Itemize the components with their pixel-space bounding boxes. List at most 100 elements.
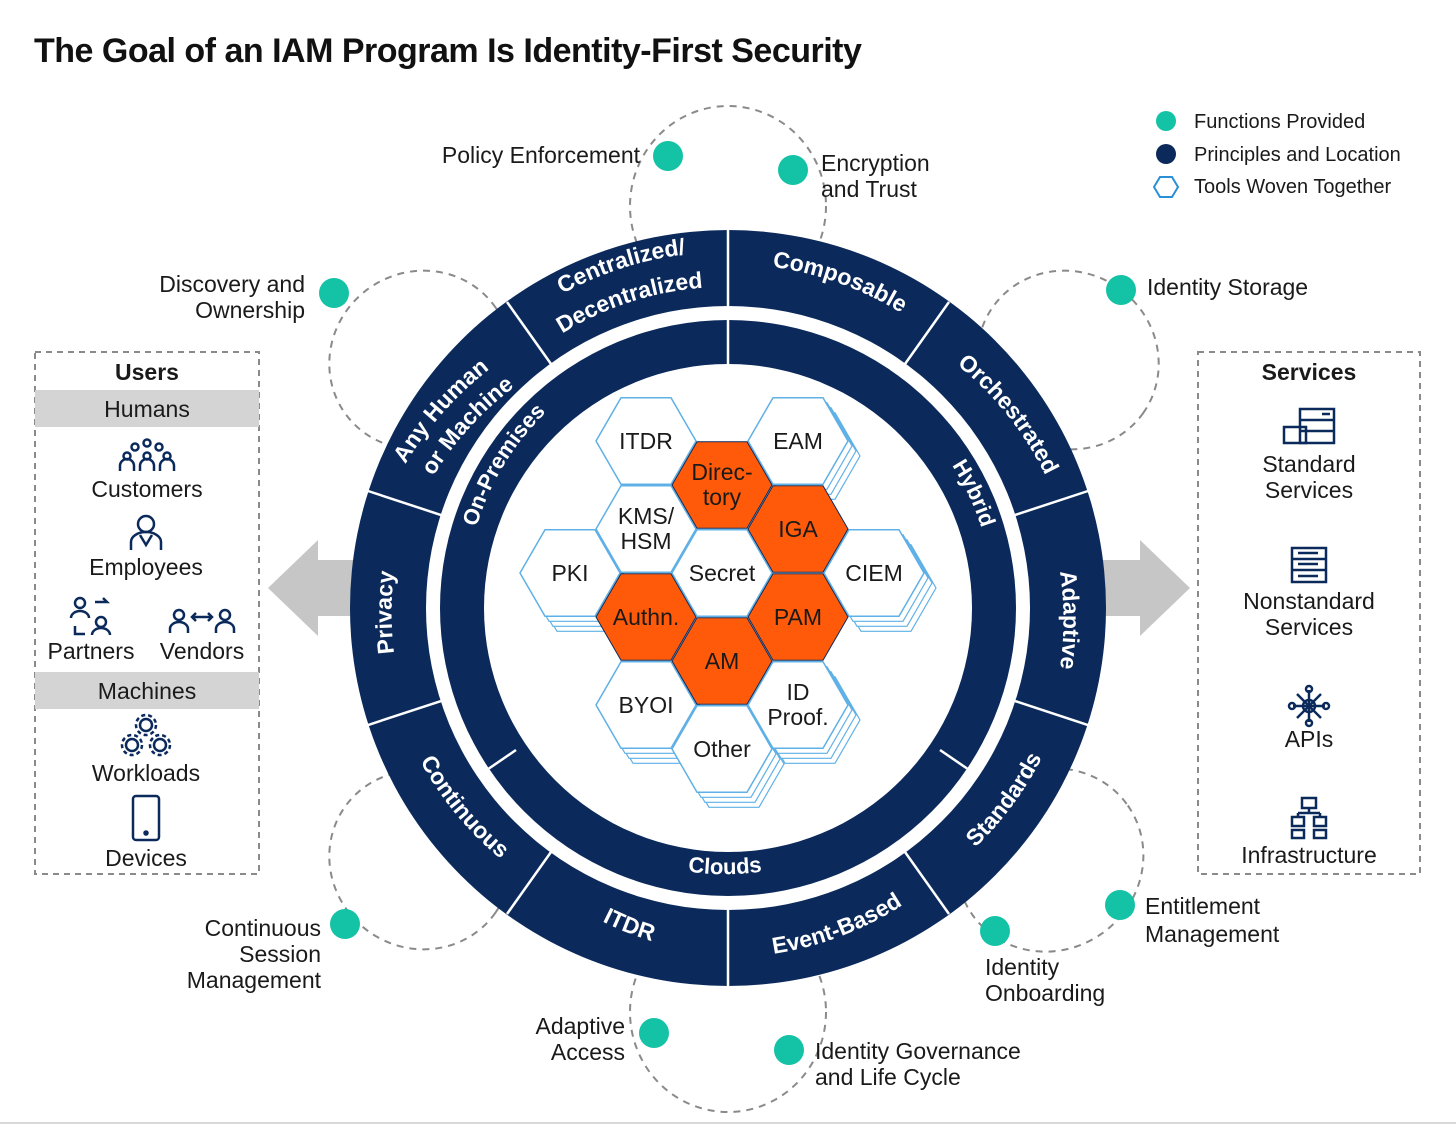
server-rack-icon <box>1282 407 1336 445</box>
left-arrow <box>268 540 360 636</box>
hexagon-label: Direc- <box>691 459 752 485</box>
hexagon-ciem <box>823 528 925 618</box>
function-entitlement-line1: Entitlement <box>1145 893 1261 919</box>
outer-ring-dividers <box>367 230 1089 986</box>
function-continuous-session-line3: Management <box>187 967 322 993</box>
vendors-exchange-icon <box>168 608 236 633</box>
function-policy-enforcement: Policy Enforcement <box>442 142 641 168</box>
navy-dot-icon <box>1156 144 1176 164</box>
function-identity-governance-line2: and Life Cycle <box>815 1064 961 1090</box>
hexagon-other <box>671 704 773 794</box>
label-adaptive: Adaptive <box>1055 569 1085 671</box>
service-apis: APIs <box>1285 726 1334 752</box>
hexagon-pki <box>519 528 621 618</box>
inner-ring-dividers <box>477 320 979 778</box>
hexagon-id <box>747 660 849 750</box>
function-adaptive-access-line2: Access <box>551 1039 625 1065</box>
services-box: Services Standard Services Nonstandard S… <box>1197 351 1421 875</box>
hexagon-core-authn <box>595 573 697 661</box>
label-privacy: Privacy <box>371 569 400 655</box>
hexagon-label: AM <box>705 648 740 674</box>
orbit-top-left <box>328 269 512 451</box>
page-title: The Goal of an IAM Program Is Identity-F… <box>34 32 862 70</box>
function-dot-policy-enforcement <box>653 141 683 171</box>
orbit-bottom-left <box>328 769 512 951</box>
function-entitlement-line2: Management <box>1145 921 1280 947</box>
user-employees: Employees <box>89 554 203 580</box>
function-dot-discovery <box>319 278 349 308</box>
function-encryption-line1: Encryption <box>821 150 930 176</box>
workloads-gears-icon <box>120 713 172 757</box>
hexagon-label: HSM <box>620 528 671 554</box>
function-dot-continuous-session <box>330 909 360 939</box>
users-title: Users <box>115 359 179 385</box>
hexagon-label: Authn. <box>613 604 680 630</box>
function-identity-storage: Identity Storage <box>1147 274 1308 300</box>
service-standard-line1: Standard <box>1262 451 1355 477</box>
humans-band <box>35 390 259 427</box>
function-continuous-session-line1: Continuous <box>205 915 321 941</box>
hexagon-label: ITDR <box>619 428 673 454</box>
humans-header: Humans <box>104 396 190 422</box>
user-workloads: Workloads <box>92 760 200 786</box>
user-partners: Partners <box>48 638 135 664</box>
legend-tools: Tools Woven Together <box>1194 176 1391 198</box>
teal-dot-icon <box>1156 111 1176 131</box>
hexagon-label: IGA <box>778 516 818 542</box>
function-dot-adaptive-access <box>639 1018 669 1048</box>
function-continuous-session-line2: Session <box>239 941 321 967</box>
functions: Policy Enforcement Encryption and Trust … <box>159 141 1308 1090</box>
service-standard-line2: Services <box>1265 477 1353 503</box>
hexagon-label: CIEM <box>845 560 903 586</box>
function-identity-governance-line1: Identity Governance <box>815 1038 1021 1064</box>
hexagon-label: EAM <box>773 428 823 454</box>
services-title: Services <box>1262 359 1357 385</box>
hexagon-label: Proof. <box>767 704 828 730</box>
function-encryption-line2: and Trust <box>821 176 917 202</box>
api-network-icon <box>1287 684 1331 728</box>
hexagon-kms <box>595 484 697 574</box>
user-customers: Customers <box>91 476 202 502</box>
function-dot-encryption <box>778 155 808 185</box>
hexagon-core-pam <box>747 573 849 661</box>
function-dot-entitlement <box>1105 890 1135 920</box>
server-stack-icon <box>1290 546 1328 584</box>
partners-exchange-icon <box>69 596 112 636</box>
employee-person-icon <box>129 514 163 550</box>
function-discovery-line1: Discovery and <box>159 271 305 297</box>
hexagon-eam <box>747 396 849 486</box>
service-infrastructure: Infrastructure <box>1241 842 1377 868</box>
legend-functions: Functions Provided <box>1194 111 1365 133</box>
label-clouds: Clouds <box>687 852 763 880</box>
function-identity-onboarding-line1: Identity <box>985 954 1060 980</box>
bottom-divider <box>0 1122 1456 1124</box>
hexagon-secret <box>671 528 773 618</box>
user-vendors: Vendors <box>160 638 244 664</box>
customers-group-icon <box>118 438 176 471</box>
orbit-top <box>629 105 827 307</box>
hexagon-itdr <box>595 396 697 486</box>
hexagon-label: BYOI <box>619 692 674 718</box>
hexagon-label: Other <box>693 736 751 762</box>
hexagon-byoi <box>595 660 697 750</box>
users-box: Users Humans Customers Employees Partner… <box>34 351 260 875</box>
hexagon-label: Secret <box>689 560 756 586</box>
legend: Functions Provided Principles and Locati… <box>1152 111 1401 198</box>
hexagon-core-direc <box>671 441 773 529</box>
hexagon-label: PKI <box>551 560 588 586</box>
user-devices: Devices <box>105 845 187 871</box>
hexagon-core-am <box>671 617 773 705</box>
function-discovery-line2: Ownership <box>195 297 305 323</box>
hexagon-core-iga <box>747 485 849 573</box>
hexagon-outline-icon <box>1152 176 1180 198</box>
right-arrow <box>1098 540 1190 636</box>
hexagon-label: KMS/ <box>618 503 675 529</box>
hexagon-label: PAM <box>774 604 822 630</box>
infrastructure-hierarchy-icon <box>1290 796 1328 840</box>
function-adaptive-access-line1: Adaptive <box>535 1013 625 1039</box>
mobile-device-icon <box>131 794 161 842</box>
orbit-bottom <box>629 911 827 1113</box>
function-dot-identity-governance <box>774 1035 804 1065</box>
